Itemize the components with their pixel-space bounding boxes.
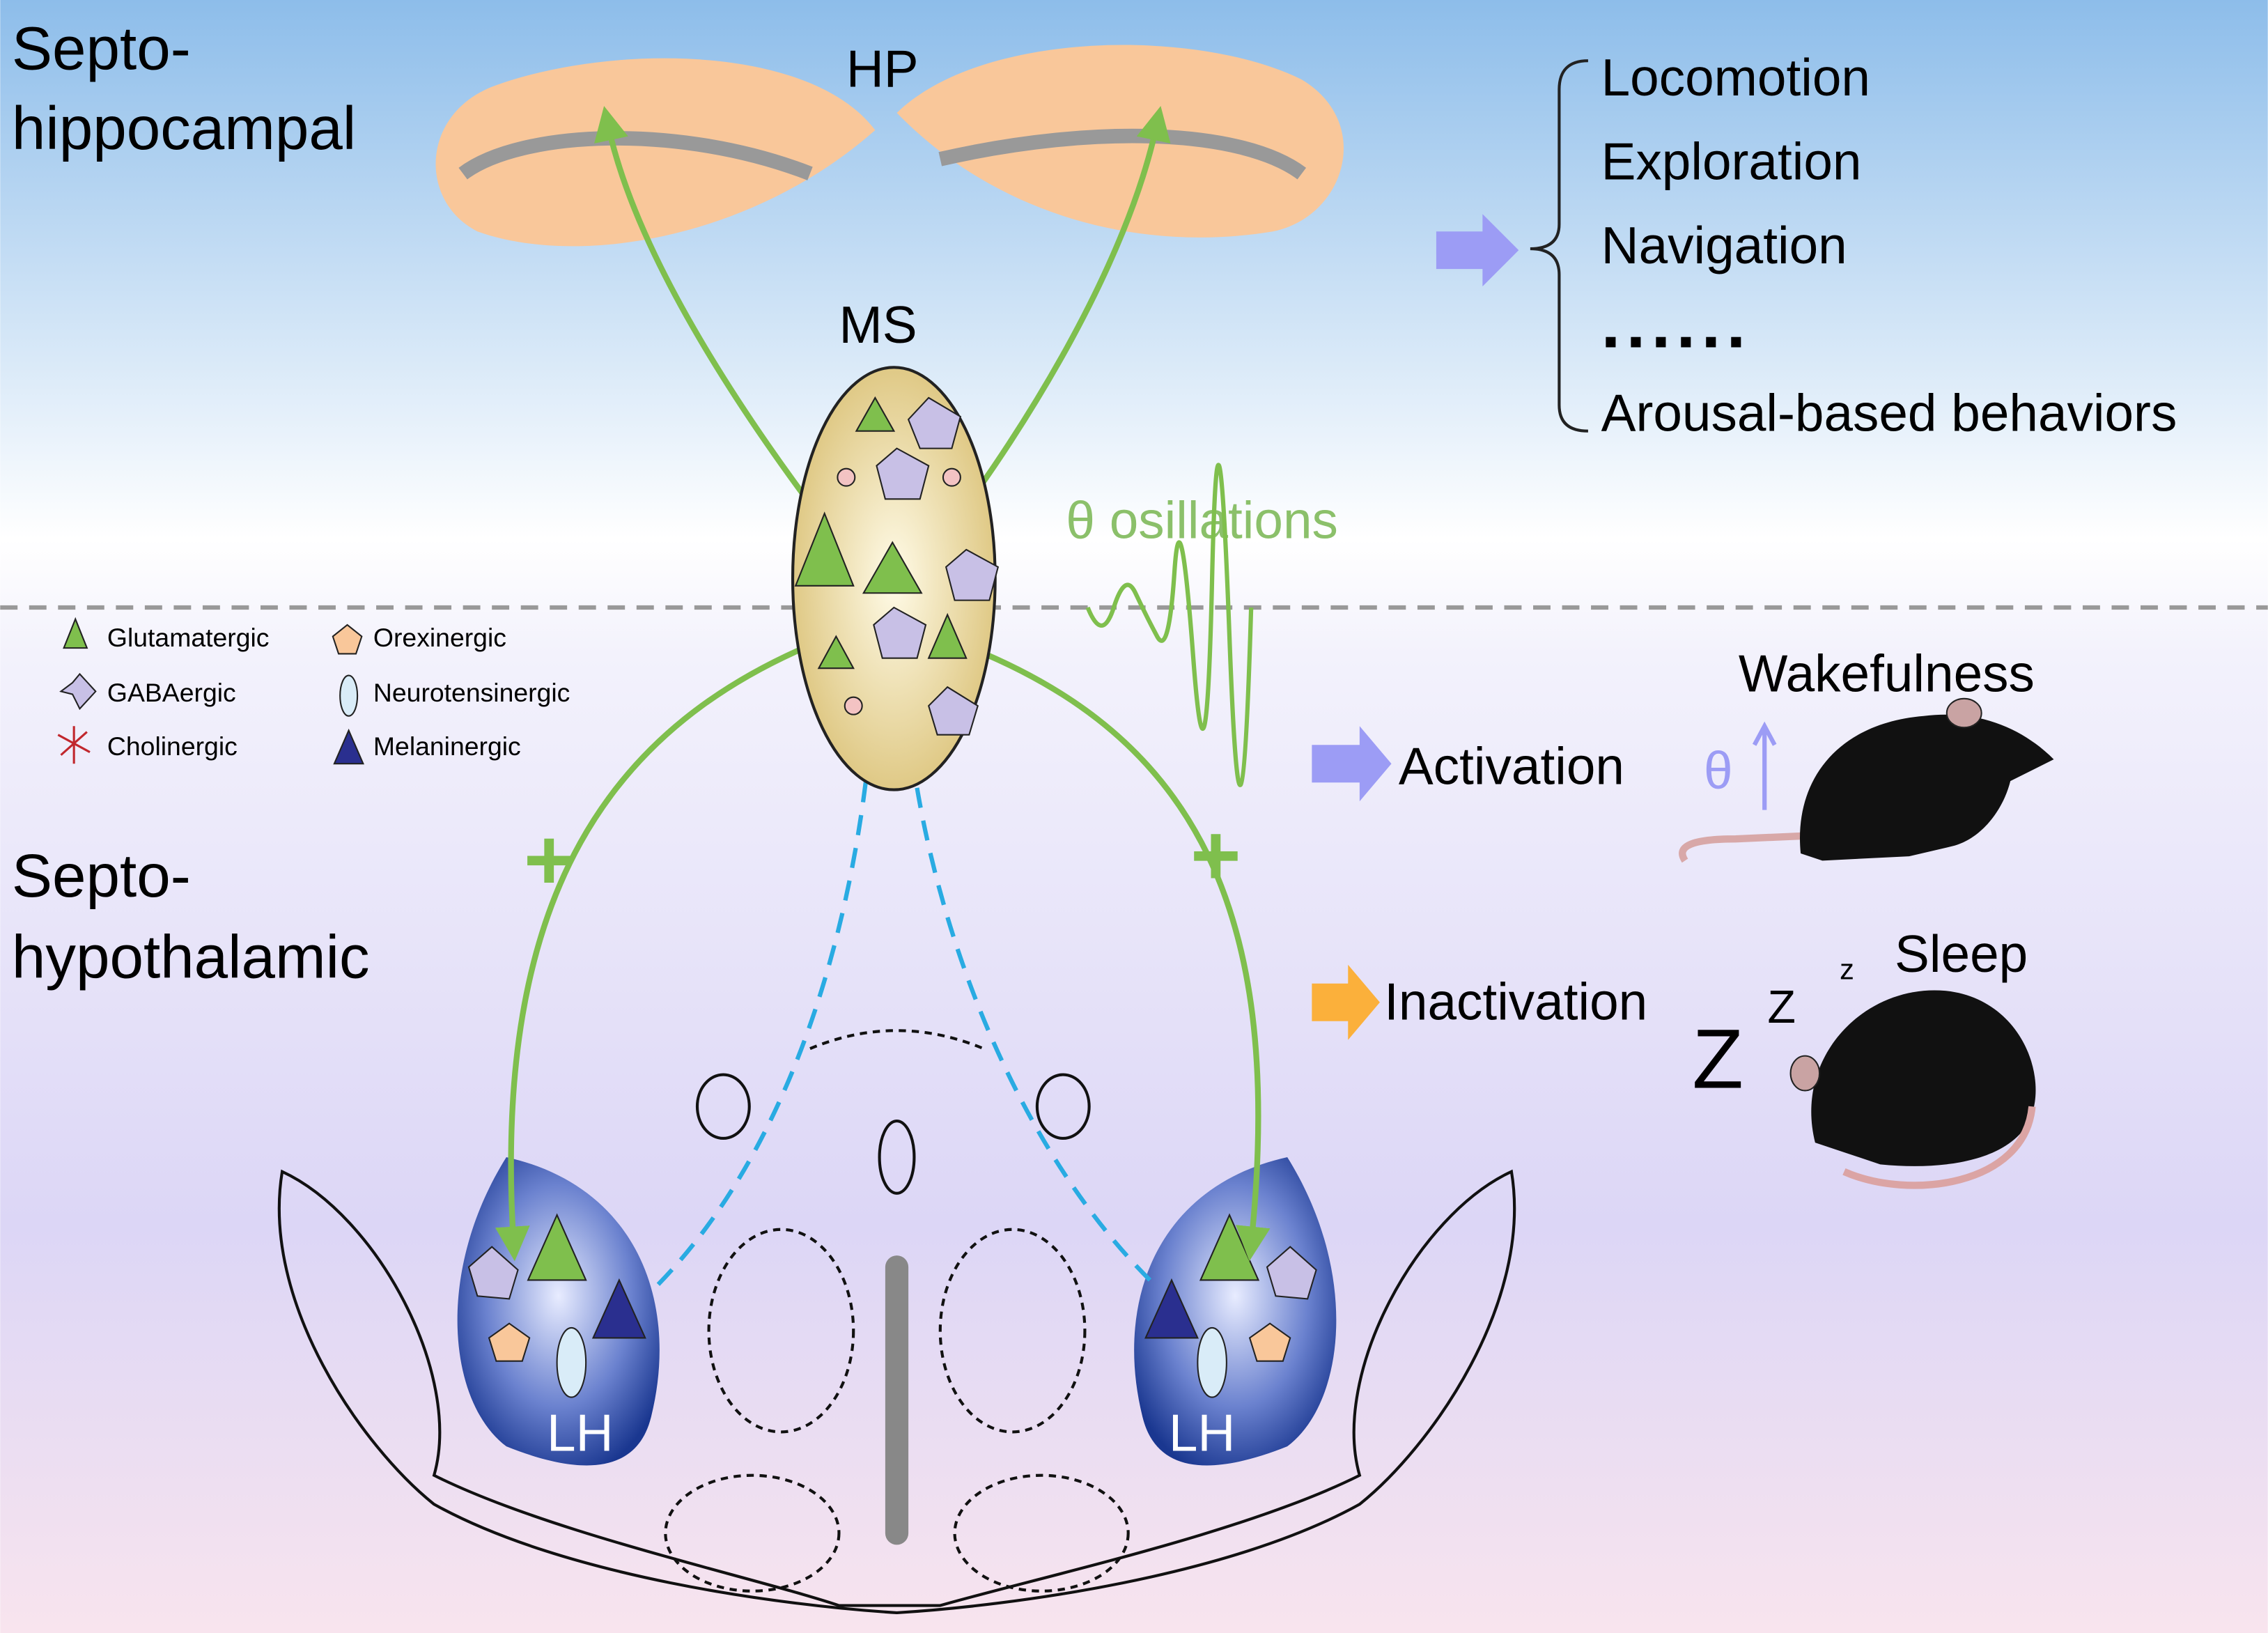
- hp-label: HP: [846, 40, 919, 98]
- ms-neurons: [794, 396, 1000, 736]
- ms-label: MS: [839, 295, 917, 354]
- blue-spindle-neuron-icon: [339, 674, 359, 717]
- wakefulness-label: Wakefulness: [1739, 644, 2035, 702]
- behavior-item: Locomotion: [1601, 48, 1870, 107]
- theta-label: θ: [1704, 741, 1733, 800]
- red-cholinergic-neuron-icon: [57, 726, 91, 764]
- lh-left-label: LH: [547, 1403, 614, 1462]
- awake-mouse-icon: [1679, 697, 2054, 863]
- legend-label: Melaninergic: [373, 732, 521, 761]
- inactivation-label: Inactivation: [1384, 973, 1647, 1031]
- green-pyramidal-neuron-icon: [63, 617, 88, 649]
- sleep-label: Sleep: [1895, 924, 2028, 983]
- z-small: z: [1840, 953, 1854, 986]
- plus-left: +: [524, 812, 575, 908]
- behavior-item: Exploration: [1601, 132, 1862, 190]
- septo-hypothalamic-title-2: hypothalamic: [12, 923, 370, 991]
- third-ventricle: [885, 1255, 909, 1545]
- hypothalamus-section: [277, 1029, 1516, 1615]
- septo-hippocampal-title-2: hippocampal: [12, 95, 356, 162]
- lh-right-label: LH: [1169, 1403, 1236, 1462]
- behavior-arrow-icon: [1436, 214, 1519, 287]
- sleeping-mouse-icon: [1789, 990, 2036, 1189]
- behavior-item: Arousal-based behaviors: [1601, 384, 2177, 442]
- legend: Glutamatergic GABAergic Cholinergic Orex…: [57, 617, 570, 765]
- z-medium: Z: [1767, 982, 1796, 1033]
- legend-label: Glutamatergic: [107, 623, 270, 652]
- theta-wave-icon: [1085, 463, 1254, 787]
- behavior-item: ......: [1601, 285, 1752, 362]
- theta-up-arrow-icon: [1752, 721, 1777, 810]
- hippocampus: [435, 45, 1344, 247]
- lh-neurons: [467, 1213, 1317, 1398]
- septo-hypothalamic-title-1: Septo-: [12, 842, 191, 910]
- plus-right: +: [1190, 807, 1241, 904]
- orange-pentagon-icon: [332, 624, 363, 655]
- legend-label: Orexinergic: [373, 623, 506, 652]
- legend-label: Neurotensinergic: [373, 678, 570, 707]
- activation-label: Activation: [1399, 736, 1624, 795]
- purple-star-neuron-icon: [59, 672, 97, 711]
- septo-hippocampal-title-1: Septo-: [12, 15, 191, 83]
- navy-triangle-neuron-icon: [333, 728, 364, 765]
- brace-icon: [1530, 59, 1588, 433]
- z-large: Z: [1692, 1012, 1743, 1106]
- theta-oscillations-label: θ osillations: [1066, 490, 1338, 549]
- legend-label: Cholinergic: [107, 732, 238, 761]
- activation-arrow-icon: [1312, 726, 1392, 802]
- lh-right: [1134, 1156, 1337, 1466]
- behavior-item: Navigation: [1601, 216, 1847, 274]
- legend-label: GABAergic: [107, 678, 236, 707]
